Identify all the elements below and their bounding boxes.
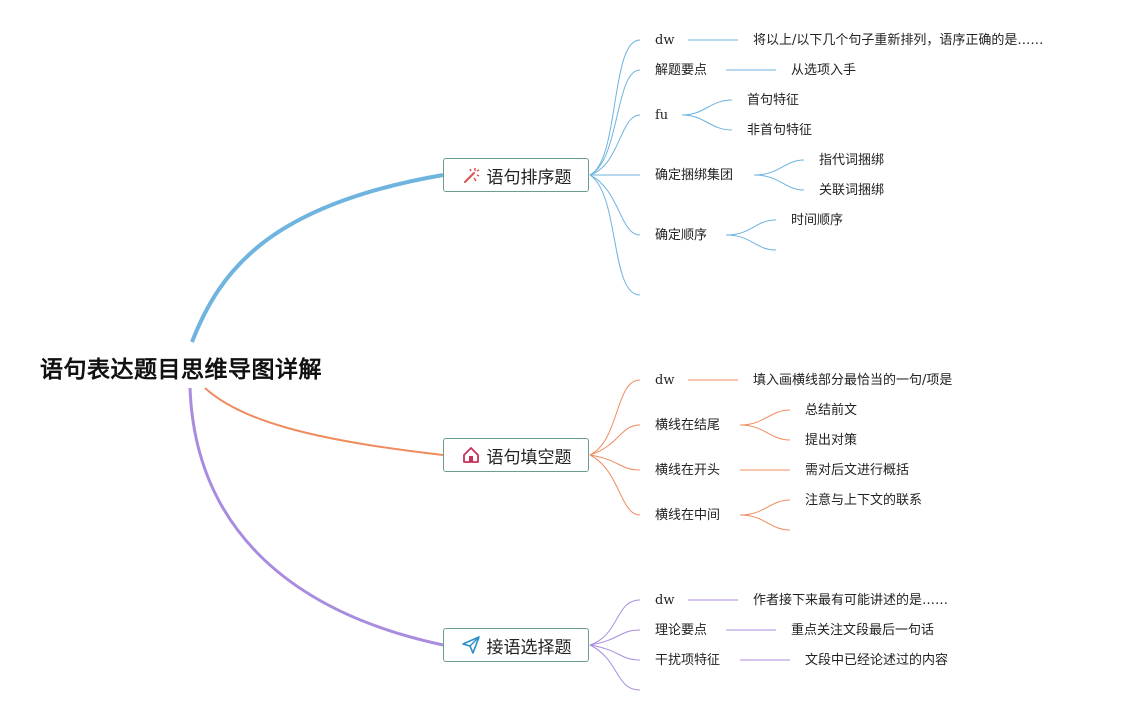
branch-label: 接语选择题	[486, 637, 572, 658]
node-determine-order[interactable]: 确定顺序	[655, 228, 708, 243]
leaf-text: 注意与上下文的联系	[805, 493, 923, 508]
branch-sentence-fill[interactable]: 语句填空题	[443, 438, 589, 472]
leaf-text: 作者接下来最有可能讲述的是……	[753, 593, 949, 608]
node-line-in-middle[interactable]: 横线在中间	[655, 508, 721, 523]
branch-label: 语句排序题	[486, 167, 572, 188]
leaf-text: 指代词捆绑	[819, 153, 885, 168]
branch-sentence-sorting[interactable]: 语句排序题	[443, 158, 589, 192]
leaf-text: 需对后文进行概括	[805, 463, 910, 478]
leaf-text: 重点关注文段最后一句话	[791, 623, 935, 638]
paper-plane-icon	[461, 635, 481, 655]
followup-links	[589, 599, 790, 691]
leaf-text: 总结前文	[805, 403, 858, 418]
branch-follow-up-choice[interactable]: 接语选择题	[443, 628, 589, 662]
leaf-text: 非首句特征	[747, 123, 813, 138]
magic-wand-icon	[461, 165, 481, 185]
leaf-text: 文段中已经论述过的内容	[805, 653, 949, 668]
node-line-at-start[interactable]: 横线在开头	[655, 463, 721, 478]
sorting-links	[589, 39, 805, 296]
node-fu[interactable]: fu	[655, 108, 669, 123]
leaf-text: 关联词捆绑	[819, 183, 885, 198]
node-dw[interactable]: dw	[655, 33, 675, 48]
leaf-text: 提出对策	[805, 433, 858, 448]
root-title: 语句表达题目思维导图详解	[40, 357, 322, 383]
leaf-text: 首句特征	[747, 93, 800, 108]
node-dw[interactable]: dw	[655, 593, 675, 608]
fill-links	[589, 379, 791, 531]
root-link-fill	[204, 387, 444, 456]
house-icon	[461, 445, 481, 465]
node-distractor-features[interactable]: 干扰项特征	[655, 653, 721, 668]
root-link-followup	[188, 387, 444, 647]
leaf-text: 将以上/以下几个句子重新排列，语序正确的是……	[753, 33, 1044, 48]
node-theory-points[interactable]: 理论要点	[655, 623, 708, 638]
branch-label: 语句填空题	[486, 447, 572, 468]
node-line-at-end[interactable]: 横线在结尾	[655, 418, 721, 433]
leaf-text: 时间顺序	[791, 213, 844, 228]
node-key-points[interactable]: 解题要点	[655, 63, 708, 78]
node-bundle-groups[interactable]: 确定捆绑集团	[655, 168, 734, 183]
root-link-sorting	[190, 173, 444, 343]
leaf-text: 从选项入手	[791, 63, 857, 78]
node-dw[interactable]: dw	[655, 373, 675, 388]
leaf-text: 填入画横线部分最恰当的一句/项是	[753, 373, 953, 388]
